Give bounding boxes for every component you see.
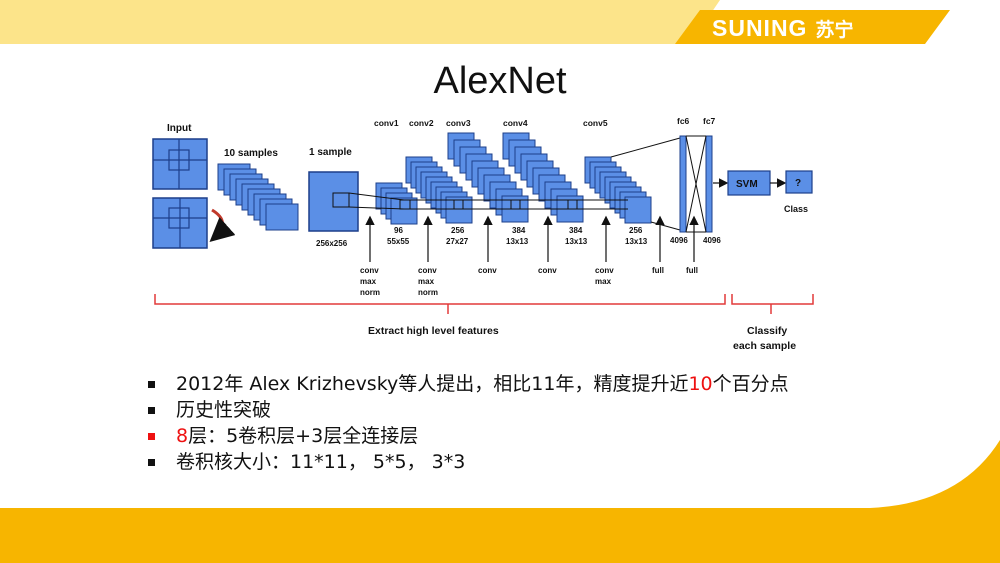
op7-line1: full (686, 266, 698, 275)
bullet-item-4: 卷积核大小：11*11， 5*5， 3*3 (148, 449, 789, 475)
conv4-label: conv4 (503, 118, 528, 128)
header-band (0, 0, 950, 44)
feature-bracket (154, 294, 726, 314)
conv3-size: 13x13 (506, 237, 529, 246)
classify-bracket (731, 294, 814, 314)
class-box-label: ? (795, 178, 801, 189)
flip-arrow-icon (209, 208, 236, 242)
conv2-size: 27x27 (446, 237, 469, 246)
fc7-bar (705, 135, 713, 233)
fc-connectors (685, 135, 707, 233)
fc7-units: 4096 (703, 236, 721, 245)
op2-line1: conv (418, 266, 437, 275)
bullet-text: 2012年 Alex Krizhevsky等人提出，相比11年，精度提升近 (176, 373, 689, 395)
slide-title: AlexNet (433, 60, 567, 102)
bullet-marker (148, 380, 155, 388)
op1-line3: norm (360, 288, 380, 297)
conv5-stack (584, 156, 652, 224)
conv1-depth: 96 (394, 226, 403, 235)
fc6-label: fc6 (677, 116, 690, 126)
footer-swoosh (0, 440, 1000, 563)
input-image-top (152, 138, 208, 190)
bullet-marker (148, 406, 155, 414)
conv1-label: conv1 (374, 118, 399, 128)
conv4-depth: 384 (569, 226, 583, 235)
conv3-depth: 384 (512, 226, 526, 235)
op1-line1: conv (360, 266, 379, 275)
op2-line2: max (418, 277, 435, 286)
svm-box (727, 170, 771, 196)
one-sample-image (308, 171, 359, 232)
fc6-units: 4096 (670, 236, 688, 245)
footer-band (0, 440, 1000, 563)
bullet-suffix: 个百分点 (712, 373, 789, 395)
logo-text-en: SUNING (712, 14, 808, 41)
op2-line3: norm (418, 288, 438, 297)
class-box (785, 170, 813, 194)
bullet-highlight: 8 (176, 425, 189, 447)
logo-text-cn: 苏宁 (815, 18, 854, 41)
conv4-size: 13x13 (565, 237, 588, 246)
conv3-stack (447, 132, 529, 223)
input-label: Input (167, 123, 192, 134)
ten-samples-stack (217, 163, 299, 231)
conv1-stack (375, 182, 418, 225)
op6-line1: full (652, 266, 664, 275)
suning-logo: SUNING 苏宁 (712, 12, 853, 44)
class-label: Class (784, 204, 808, 214)
conv2-stack (405, 156, 473, 224)
bullet-highlight: 10 (688, 373, 713, 395)
input-size-label: 256x256 (316, 239, 348, 248)
conv5-depth: 256 (629, 226, 643, 235)
conv1-size: 55x55 (387, 237, 410, 246)
conv2-depth: 256 (451, 226, 465, 235)
bullet-text: 历史性突破 (176, 399, 272, 421)
bullet-marker (148, 458, 155, 466)
svm-label: SVM (736, 179, 758, 190)
bullet-text: 层：5卷积层+3层全连接层 (188, 425, 419, 447)
bullet-text: 卷积核大小：11*11， 5*5， 3*3 (176, 451, 466, 473)
classify-bracket-line1: Classify (747, 325, 787, 337)
op3-line1: conv (478, 266, 497, 275)
conv5-label: conv5 (583, 118, 608, 128)
classify-bracket-line2: each sample (733, 340, 796, 352)
conv2-label: conv2 (409, 118, 434, 128)
header-light-stripe (0, 0, 720, 44)
bullet-item-2: 历史性突破 (148, 397, 789, 423)
fc6-bar (679, 135, 687, 233)
fc7-label: fc7 (703, 116, 716, 126)
input-image-bottom (152, 197, 208, 249)
conv5-size: 13x13 (625, 237, 648, 246)
op5-line2: max (595, 277, 612, 286)
op5-line1: conv (595, 266, 614, 275)
ten-samples-label: 10 samples (224, 148, 278, 159)
conv4-stack (502, 132, 584, 223)
conv3-label: conv3 (446, 118, 471, 128)
bullet-marker (148, 432, 155, 440)
op-arrows (365, 215, 699, 262)
one-sample-label: 1 sample (309, 147, 352, 158)
logo-plate (675, 10, 950, 44)
op4-line1: conv (538, 266, 557, 275)
op1-line2: max (360, 277, 377, 286)
feature-bracket-label: Extract high level features (368, 325, 499, 337)
